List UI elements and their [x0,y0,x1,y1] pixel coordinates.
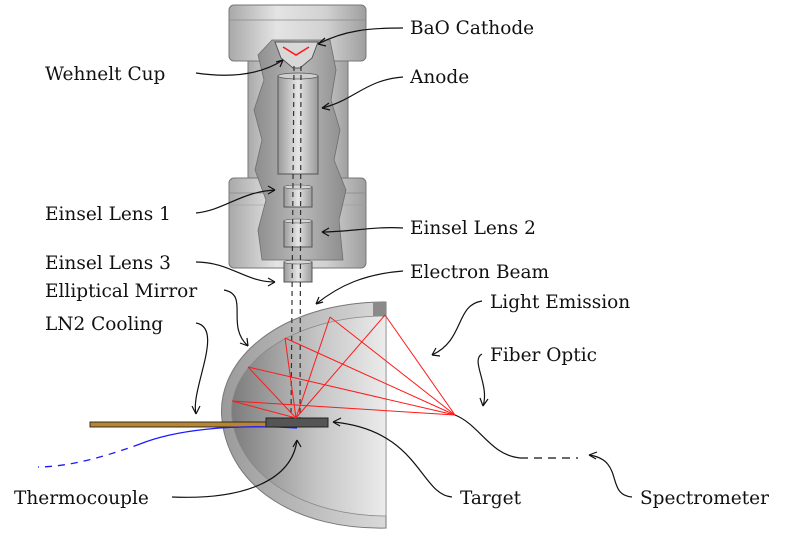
label-einsel-lens-2: Einsel Lens 2 [410,218,536,239]
labels: BaO Cathode Wehnelt Cup Anode Einsel Len… [14,18,769,509]
einsel-lens-1 [283,186,313,208]
label-spectrometer: Spectrometer [640,488,769,509]
label-bao-cathode: BaO Cathode [410,18,534,39]
label-target: Target [460,488,522,509]
einsel-lens-3 [283,261,313,283]
bao-cathode-filament [282,46,310,56]
fiber-optic-cable [454,414,521,459]
label-light-emission: Light Emission [490,292,630,313]
target [265,417,329,428]
label-ln2-cooling: LN2 Cooling [45,314,163,335]
label-anode: Anode [409,67,469,88]
label-wehnelt-cup: Wehnelt Cup [45,64,165,85]
elliptical-mirror [221,301,387,529]
thermocouple-wire-dashed [37,443,141,468]
label-einsel-lens-1: Einsel Lens 1 [45,204,171,225]
label-electron-beam: Electron Beam [410,262,550,283]
label-einsel-lens-3: Einsel Lens 3 [45,253,171,274]
einsel-lens-2 [283,220,313,248]
light-emission-rays [231,314,456,419]
label-fiber-optic: Fiber Optic [490,345,597,366]
electron-beam [290,65,302,419]
label-thermocouple: Thermocouple [14,488,149,509]
electron-gun-column [228,4,367,283]
label-elliptical-mirror: Elliptical Mirror [45,281,197,302]
annotation-arrows [171,27,633,498]
anode-cylinder [277,75,319,175]
